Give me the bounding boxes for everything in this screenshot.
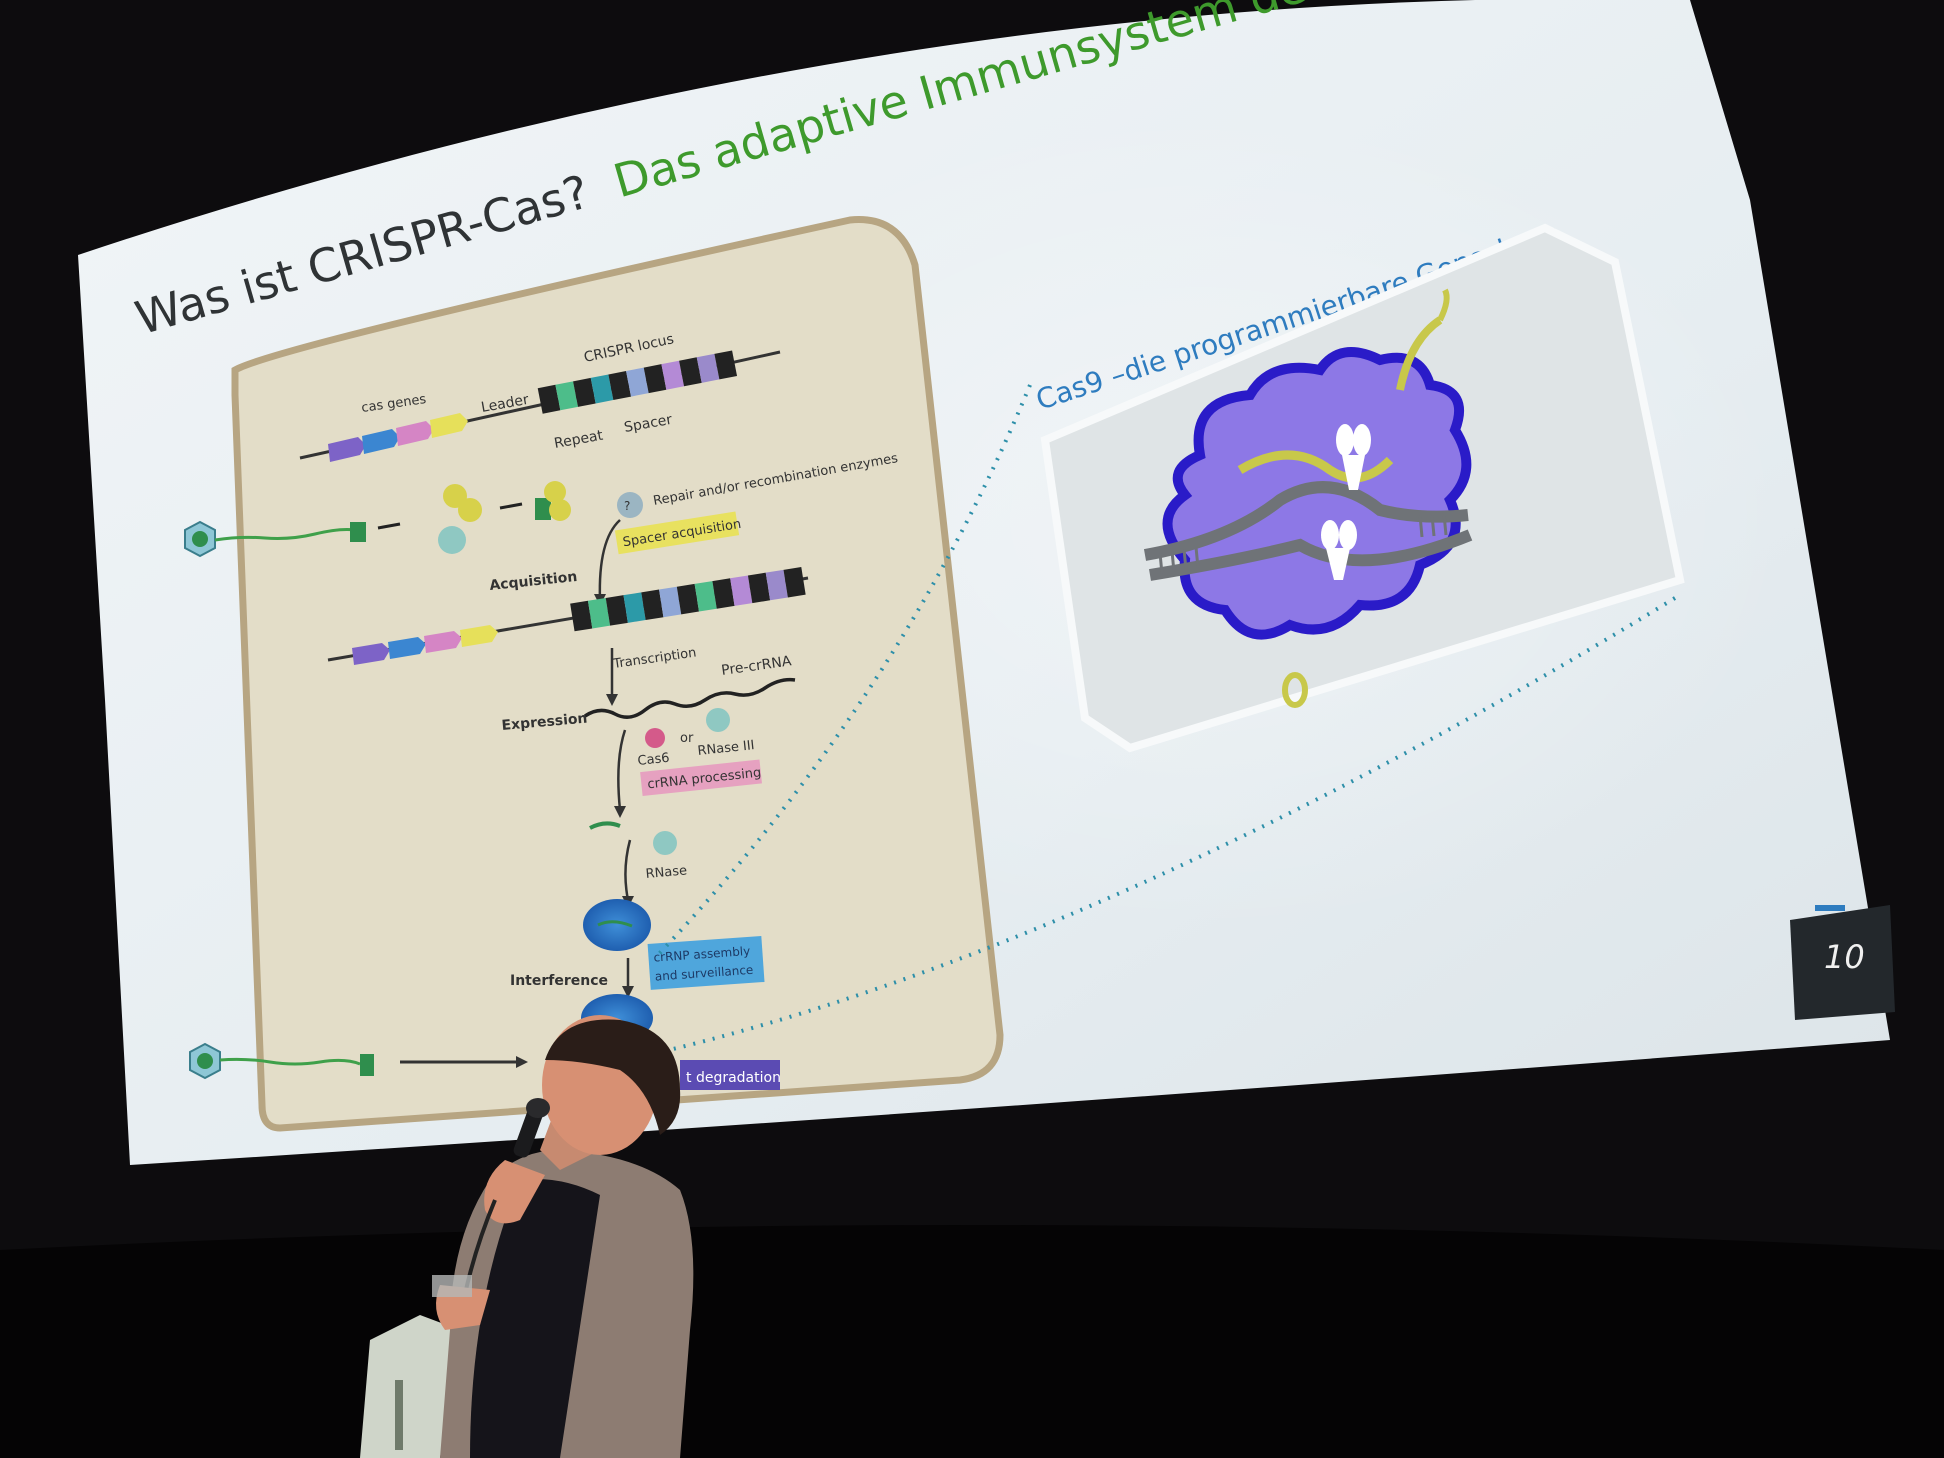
phage-icon-bottom: [189, 1042, 221, 1080]
crispr-diagram-panel: cas genes Leader CRISPR locus Repeat Spa…: [184, 216, 1004, 1132]
cas6-label: Cas6: [637, 751, 670, 769]
interference-label: Interference: [510, 973, 608, 989]
crispr-array-mid: [570, 567, 806, 632]
phage-icon: [184, 520, 216, 558]
scissors-icon: [1321, 424, 1371, 580]
expression-label: Expression: [501, 711, 588, 734]
svg-text:crRNP assembly: crRNP assembly: [653, 944, 751, 965]
svg-text:10: 10: [1824, 938, 1865, 976]
cas-gene-arrows-mid: [352, 625, 498, 665]
page-number-badge: 10: [1790, 905, 1895, 1020]
cas9-image-panel: [1040, 223, 1685, 753]
crrnp-badge: crRNP assembly and surveillance: [647, 936, 765, 990]
rnase-label: RNase: [645, 863, 688, 882]
crispr-array-top: [537, 350, 738, 414]
or-label: or: [680, 731, 694, 746]
cas-gene-arrows-top: [328, 413, 468, 462]
rnase3-label: RNase III: [697, 738, 755, 759]
speaker-figure: [360, 1015, 694, 1458]
degradation-label: t degradation: [686, 1070, 781, 1086]
svg-text:and surveillance: and surveillance: [654, 963, 753, 984]
question-mark: ?: [624, 499, 630, 513]
